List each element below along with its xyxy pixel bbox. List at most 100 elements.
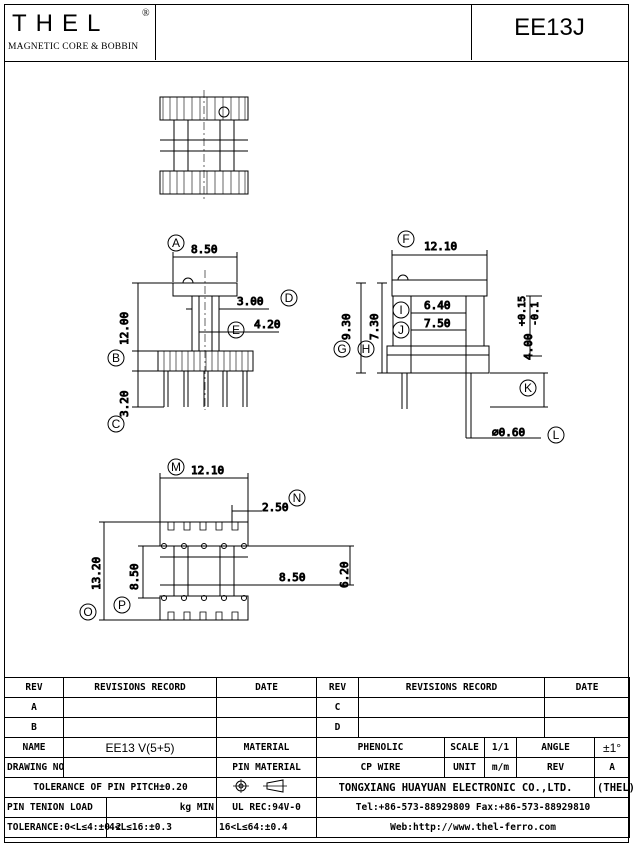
rev-header-2: REV [316, 677, 360, 698]
dim-pitch: 8.50 [279, 571, 306, 584]
svg-text:D: D [285, 291, 294, 305]
projection-symbol-icon [232, 779, 287, 793]
dim-K: 4.00 [522, 334, 535, 361]
dim-L: ⌀0.60 [492, 426, 525, 439]
logo-subtitle: MAGNETIC CORE & BOBBIN [8, 42, 139, 52]
top-view [159, 90, 249, 200]
part-number: EE13J [514, 14, 585, 41]
pin-material-value: CP WIRE [316, 757, 446, 778]
rev-header: REV [4, 677, 64, 698]
callout-N: N [288, 489, 306, 507]
tolerance-range-1: TOLERANCE:0<L≤4:±0.2 [4, 817, 121, 838]
dim-O: 13.20 [90, 557, 103, 590]
angle-value: ±1° [594, 737, 631, 758]
svg-text:N: N [293, 491, 302, 505]
scale-label: SCALE [444, 737, 486, 758]
dim-K-tol-minus: -0.1 [530, 302, 541, 326]
pin-material-label: PIN MATERIAL [216, 757, 318, 778]
bottom-view [99, 473, 354, 621]
callout-D: D [280, 289, 298, 307]
callout-A: A [167, 234, 185, 252]
callout-O: O [79, 603, 97, 621]
svg-text:H: H [362, 342, 371, 356]
dim-H: 7.30 [368, 314, 381, 341]
svg-text:I: I [399, 303, 402, 317]
callout-J: J [392, 321, 410, 339]
svg-text:K: K [524, 381, 532, 395]
dim-G: 9.30 [340, 314, 353, 341]
drawing-frame [4, 4, 629, 843]
date-header-2: DATE [544, 677, 631, 698]
svg-text:C: C [112, 417, 121, 431]
material-label: MATERIAL [216, 737, 318, 758]
callout-L: L [547, 426, 565, 444]
rev-d: D [316, 717, 360, 738]
dim-side: 6.20 [338, 562, 351, 589]
dim-C: 3.20 [118, 391, 131, 418]
dim-D: 3.00 [237, 295, 264, 308]
front-view [132, 252, 279, 410]
pin-load-unit: kg MIN [105, 797, 218, 818]
svg-text:L: L [553, 428, 560, 442]
callout-G: G [333, 340, 351, 358]
dim-K-tol-plus: +0.15 [517, 296, 528, 326]
dim-F: 12.10 [424, 240, 457, 253]
name-label: NAME [4, 737, 64, 758]
company-name: TONGXIANG HUAYUAN ELECTRONIC CO.,LTD. [316, 777, 596, 798]
callout-I: I [392, 301, 410, 319]
dim-E: 4.20 [254, 318, 281, 331]
callout-P: P [113, 596, 131, 614]
callout-E: E [227, 321, 245, 339]
rev-label: REV [516, 757, 596, 778]
callout-B: B [107, 349, 125, 367]
rev-value: A [594, 757, 631, 778]
position-symbols [216, 777, 318, 798]
material-value: PHENOLIC [316, 737, 446, 758]
svg-text:E: E [232, 323, 240, 337]
svg-text:M: M [171, 460, 181, 474]
logo: THEL [12, 10, 110, 37]
ul-rating: UL REC:94V-0 [216, 797, 318, 818]
callout-C: C [107, 415, 125, 433]
tolerance-range-3: 16<L≤64:±0.4 [216, 817, 318, 838]
pin-load-label: PIN TENION LOAD [4, 797, 107, 818]
tolerance-range-2: 4<L≤16:±0.3 [105, 817, 218, 838]
rev-c: C [316, 697, 360, 718]
company-short: (THEL) [594, 777, 635, 798]
unit-value: m/m [484, 757, 518, 778]
part-number-box: EE13J [471, 4, 627, 60]
unit-label: UNIT [444, 757, 486, 778]
svg-text:B: B [112, 351, 120, 365]
svg-text:J: J [398, 323, 404, 337]
revisions-header-2: REVISIONS RECORD [358, 677, 546, 698]
dim-inner: 8.50 [128, 564, 141, 591]
svg-text:G: G [337, 342, 346, 356]
date-header: DATE [216, 677, 318, 698]
dim-B: 12.00 [118, 312, 131, 345]
rev-b: B [4, 717, 64, 738]
dim-M: 12.10 [191, 464, 224, 477]
dim-J: 7.50 [424, 317, 451, 330]
scale-value: 1/1 [484, 737, 518, 758]
website: Web:http://www.thel-ferro.com [316, 817, 631, 838]
logo-box: THEL ® MAGNETIC CORE & BOBBIN [4, 4, 156, 60]
callout-F: F [397, 230, 415, 248]
dim-I: 6.40 [424, 299, 451, 312]
svg-text:A: A [172, 236, 180, 250]
callout-H: H [357, 340, 375, 358]
revisions-header: REVISIONS RECORD [62, 677, 218, 698]
contact-tel: Tel:+86-573-88929809 Fax:+86-573-8892981… [316, 797, 631, 818]
pitch-tolerance: TOLERANCE OF PIN PITCH±0.20 [3, 777, 218, 798]
name-value: EE13 V(5+5) [62, 737, 218, 758]
dim-A: 8.50 [191, 243, 218, 256]
rev-a: A [4, 697, 64, 718]
header: THEL ® MAGNETIC CORE & BOBBIN EE13J [4, 4, 629, 62]
angle-label: ANGLE [516, 737, 596, 758]
registered-mark: ® [142, 8, 150, 19]
callout-K: K [519, 379, 537, 397]
svg-text:P: P [118, 598, 126, 612]
svg-text:O: O [83, 605, 92, 619]
dim-N: 2.50 [262, 501, 289, 514]
side-view [356, 250, 548, 439]
